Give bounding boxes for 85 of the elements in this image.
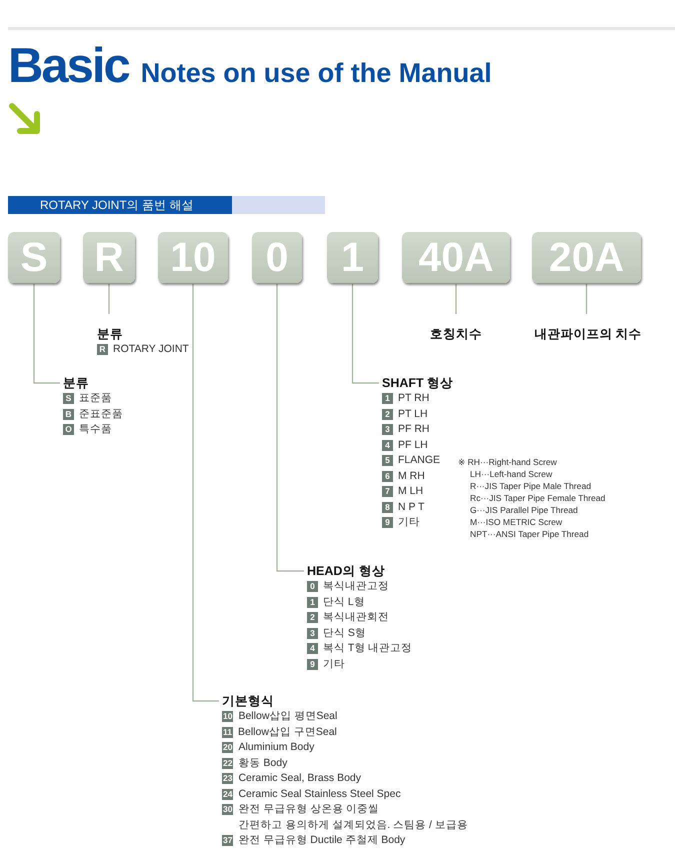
option-text: M LH bbox=[398, 484, 424, 499]
category-heading: 기본형식 bbox=[222, 693, 275, 709]
code-badge: 20 bbox=[222, 742, 234, 753]
code-box: 20A bbox=[532, 232, 641, 283]
code-box: 40A bbox=[402, 232, 510, 283]
category-heading: SHAFT 형상 bbox=[382, 375, 454, 391]
code-badge: 9 bbox=[382, 517, 393, 528]
option-text: PF RH bbox=[398, 422, 430, 437]
note-text: M···ISO METRIC Screw bbox=[470, 517, 562, 528]
option-text: 황동 Body bbox=[238, 756, 288, 770]
option-text: 준표준품 bbox=[79, 406, 123, 422]
code-badge: 2 bbox=[307, 612, 318, 623]
option-text: 단식 L형 bbox=[323, 594, 365, 610]
option-text: Aluminium Body bbox=[238, 740, 314, 755]
note-text: LH···Left-hand Screw bbox=[470, 469, 552, 480]
option-text: 간편하고 용의하게 설계되었음. 스팀용 / 보급용 bbox=[238, 818, 468, 832]
code-badge: B bbox=[63, 408, 74, 420]
connector-line bbox=[33, 284, 60, 384]
connector-line bbox=[276, 284, 304, 572]
code-badge: 7 bbox=[382, 486, 393, 497]
category-heading: 내관파이프의 치수 bbox=[534, 326, 642, 342]
option-text: Ceramic Seal Stainless Steel Spec bbox=[238, 786, 401, 802]
option-text: 단식 S형 bbox=[323, 626, 366, 640]
code-badge: 0 bbox=[307, 581, 318, 592]
code-box: 10 bbox=[158, 232, 228, 283]
connector-line bbox=[108, 284, 110, 314]
category-heading: HEAD의 형상 bbox=[307, 563, 386, 579]
code-badge: 22 bbox=[222, 758, 234, 768]
code-badge: 11 bbox=[222, 726, 233, 738]
code-badge: 3 bbox=[307, 628, 318, 638]
option-text: Bellow삽입 구면Seal bbox=[238, 724, 337, 740]
note-text: Rc···JIS Taper Pipe Female Thread bbox=[470, 493, 606, 504]
option-text: 완전 무급유형 Ductile 주철제 Body bbox=[238, 833, 406, 848]
note-text: NPT···ANSI Taper Pipe Thread bbox=[470, 529, 589, 540]
page-title: Basic Notes on use of the Manual bbox=[8, 38, 492, 94]
section-header-bar: ROTARY JOINT의 품번 해설 bbox=[8, 196, 325, 214]
connector-line bbox=[586, 284, 588, 314]
code-badge: 1 bbox=[307, 596, 318, 608]
option-text: FLANGE bbox=[398, 453, 440, 468]
option-text: M RH bbox=[398, 468, 425, 484]
option-text: 복식내관회전 bbox=[323, 610, 389, 625]
code-badge: 8 bbox=[382, 502, 393, 512]
note-text: R···JIS Taper Pipe Male Thread bbox=[470, 481, 591, 492]
connector-line bbox=[455, 284, 457, 314]
option-text: PF LH bbox=[398, 438, 428, 452]
code-badge: 4 bbox=[307, 643, 318, 654]
option-text: 기타 bbox=[323, 656, 345, 672]
option-text: 표준품 bbox=[79, 391, 112, 406]
option-text: 특수품 bbox=[79, 422, 112, 437]
code-box: R bbox=[83, 232, 135, 283]
option-text: N P T bbox=[398, 500, 424, 514]
option-text: Bellow삽입 평면Seal bbox=[238, 709, 338, 724]
code-badge: 1 bbox=[382, 393, 393, 404]
code-box: 0 bbox=[252, 232, 302, 283]
option-text: 기타 bbox=[398, 515, 420, 530]
code-badge: 37 bbox=[222, 835, 234, 846]
connector-line bbox=[352, 284, 379, 384]
code-badge: 2 bbox=[382, 408, 393, 420]
code-badge: 6 bbox=[382, 470, 393, 482]
code-badge: 10 bbox=[222, 711, 234, 722]
code-badge: 4 bbox=[382, 440, 393, 450]
option-text: 복식내관고정 bbox=[323, 579, 389, 594]
option-text: ROTARY JOINT bbox=[113, 342, 189, 357]
note-text: ※ RH···Right-hand Screw bbox=[458, 457, 557, 468]
option-text: PT LH bbox=[398, 406, 428, 422]
note-text: G···JIS Parallel Pipe Thread bbox=[470, 505, 578, 516]
connector-line bbox=[192, 284, 219, 702]
option-text: 완전 무급유형 상온용 이중씰 bbox=[238, 802, 380, 817]
code-badge: 30 bbox=[222, 804, 234, 815]
code-badge: R bbox=[97, 344, 108, 355]
option-text: Ceramic Seal, Brass Body bbox=[238, 771, 362, 786]
category-heading: 호칭치수 bbox=[430, 326, 482, 342]
code-box: S bbox=[8, 232, 60, 283]
code-badge: S bbox=[63, 393, 74, 404]
category-heading: 분류 bbox=[97, 326, 124, 342]
code-badge: 3 bbox=[382, 424, 393, 435]
code-badge: 23 bbox=[222, 773, 234, 784]
option-text: 복식 T형 내관고정 bbox=[323, 641, 412, 656]
category-heading: 분류 bbox=[63, 375, 90, 391]
code-box: 1 bbox=[327, 232, 378, 283]
code-badge: 24 bbox=[222, 788, 234, 800]
option-text: PT RH bbox=[398, 391, 430, 406]
code-badge: O bbox=[63, 424, 74, 435]
code-badge: 5 bbox=[382, 455, 393, 466]
code-badge: 9 bbox=[307, 658, 318, 670]
